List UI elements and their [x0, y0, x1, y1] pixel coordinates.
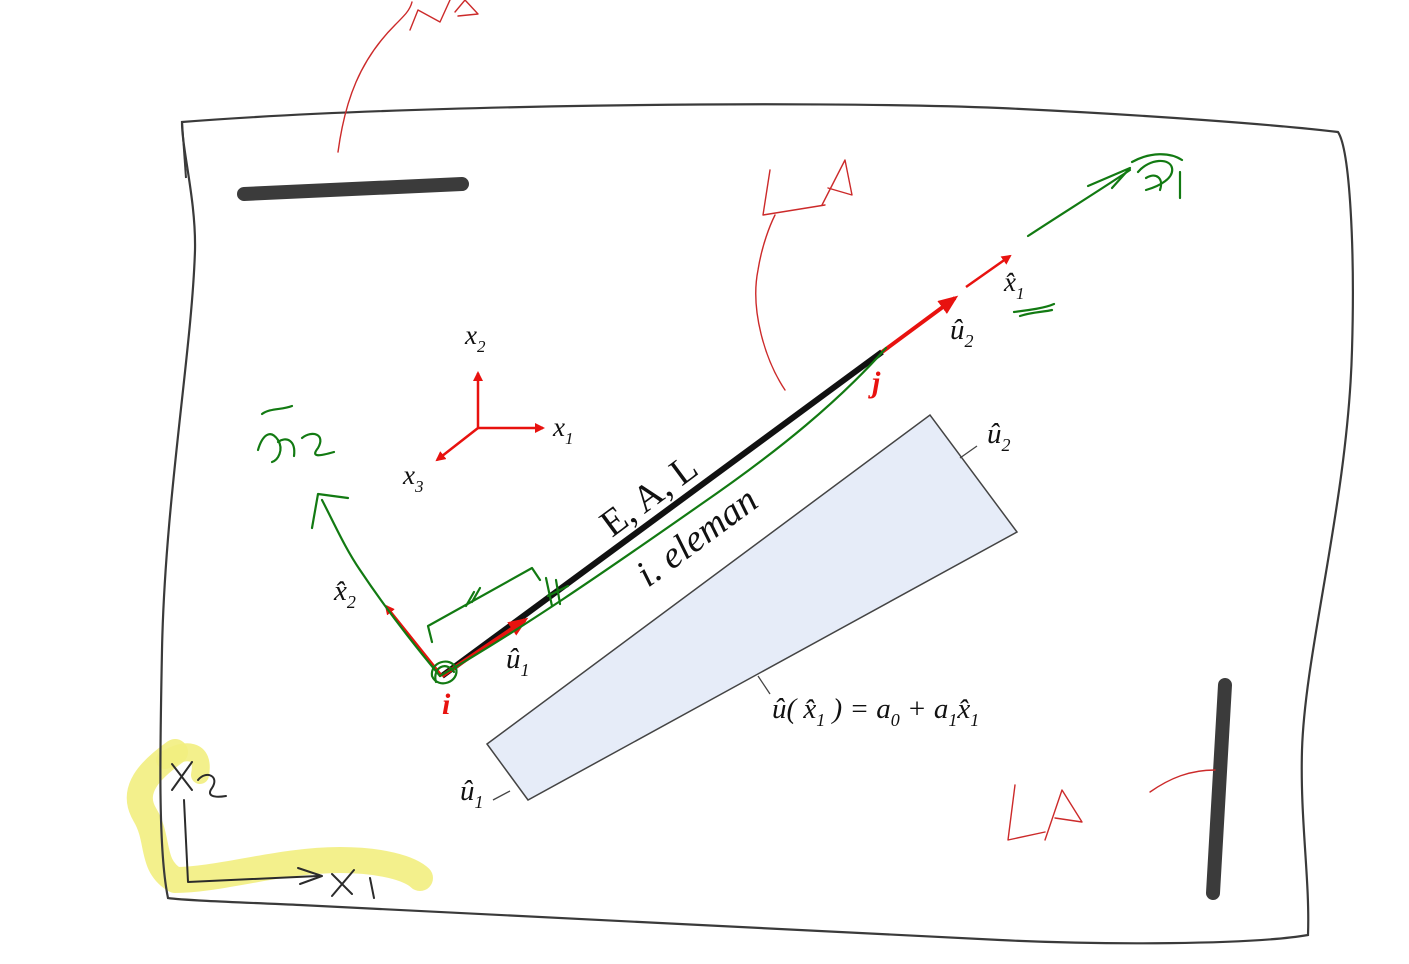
displacement-shape — [485, 413, 1019, 801]
green-ink — [310, 166, 1132, 685]
x1-hat-label: x̂1 — [1003, 267, 1024, 303]
local-x1-arrow — [965, 254, 1012, 289]
axis-label-x3: x3 — [402, 460, 423, 496]
u2-arrow — [880, 295, 959, 354]
local-x2-arrow — [384, 604, 443, 677]
axis-label-x2: x2 — [464, 320, 486, 356]
axis-label-x1: x1 — [552, 412, 573, 448]
shape-u1-label: û1 — [460, 775, 484, 812]
node-j-label: j — [868, 366, 881, 399]
shape-function-equation: û( x̂1 ) = a0 + a1x̂1 — [772, 693, 979, 730]
highlight-marker — [126, 739, 433, 893]
x2-hat-label: x̂2 — [333, 575, 356, 612]
u2-hat-label: û2 — [950, 314, 974, 351]
u1-hat-label: û1 — [506, 643, 530, 680]
red-la-annotations — [337, 0, 1216, 841]
thick-stroke-bottom-right — [1206, 678, 1232, 900]
thick-stroke-top-left — [237, 177, 469, 201]
global-axes-triad — [435, 371, 545, 462]
hand-drawn-frame — [159, 103, 1354, 945]
green-x2-label — [256, 404, 336, 464]
shape-u2-label: û2 — [987, 418, 1011, 455]
black-global-axes — [171, 761, 375, 899]
green-x1-label — [1130, 153, 1184, 200]
node-i-label: i — [442, 688, 451, 721]
